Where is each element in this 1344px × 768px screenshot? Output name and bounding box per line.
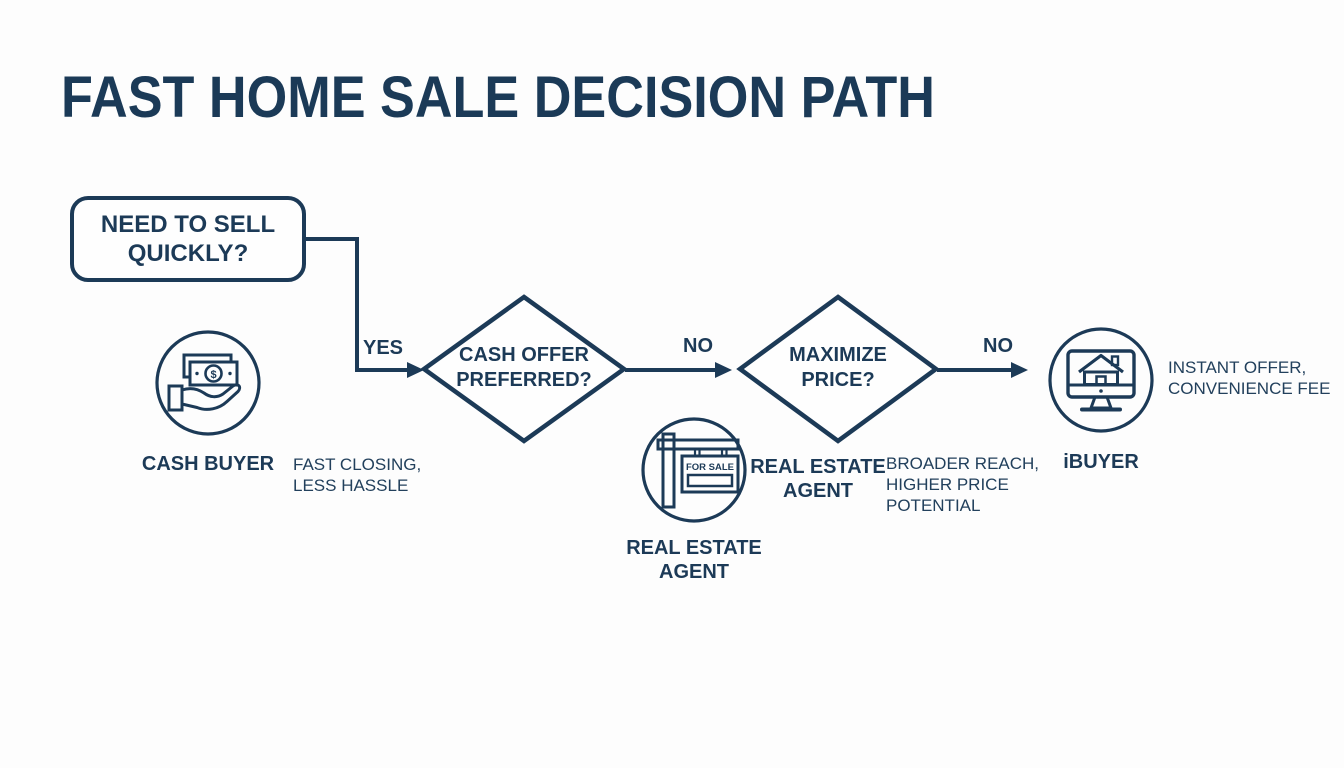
outcome-agent-label-line: REAL ESTATE xyxy=(750,456,886,478)
no-arrowhead-icon-2 xyxy=(1011,362,1028,378)
page-title: FAST HOME SALE DECISION PATH xyxy=(61,65,935,130)
start-node: NEED TO SELL QUICKLY? xyxy=(70,196,306,282)
agent-icon-caption: REAL ESTATE AGENT xyxy=(614,536,774,585)
ibuyer-outcome xyxy=(1046,325,1156,435)
monitor-house-icon xyxy=(1048,327,1154,433)
cash-buyer-outcome: $ xyxy=(153,328,263,438)
note-line: INSTANT OFFER, xyxy=(1168,358,1307,377)
note-line: FAST CLOSING, xyxy=(293,455,422,474)
real-estate-agent-outcome: FOR SALE xyxy=(639,415,749,525)
outcome-cash-buyer-label: CASH BUYER xyxy=(141,453,275,475)
yes-arrowhead-icon xyxy=(407,362,424,378)
edge-label-yes: YES xyxy=(362,337,404,359)
decision-diamond-maximize-price xyxy=(736,294,940,444)
dollar-sign-icon: $ xyxy=(210,369,216,381)
outcome-agent-label: REAL ESTATE AGENT xyxy=(748,455,888,504)
yes-connector-line xyxy=(305,237,408,372)
for-sale-sign-icon: FOR SALE xyxy=(641,417,747,523)
note-line: HIGHER PRICE xyxy=(886,475,1009,494)
edge-label-no-2: NO xyxy=(983,335,1013,357)
no-arrowhead-icon-1 xyxy=(715,362,732,378)
outcome-ibuyer-label: iBUYER xyxy=(1063,451,1139,473)
for-sale-sign-text: FOR SALE xyxy=(686,462,734,473)
edge-label-no-1: NO xyxy=(683,335,713,357)
note-agent: BROADER REACH, HIGHER PRICE POTENTIAL xyxy=(886,453,1039,516)
agent-icon-caption-line: REAL ESTATE xyxy=(626,537,762,559)
note-line: LESS HASSLE xyxy=(293,476,409,495)
note-line: POTENTIAL xyxy=(886,496,981,515)
start-node-label: NEED TO SELL QUICKLY? xyxy=(100,210,276,267)
decision-diamond-cash-offer xyxy=(420,294,628,444)
cash-in-hand-icon: $ xyxy=(155,330,261,436)
note-line: CONVENIENCE FEE xyxy=(1168,379,1331,398)
note-line: BROADER REACH, xyxy=(886,454,1040,473)
outcome-agent-label-line: AGENT xyxy=(783,480,853,503)
decision-label-maximize-price: MAXIMIZE PRICE? xyxy=(789,344,887,391)
note-ibuyer: INSTANT OFFER, CONVENIENCE FEE xyxy=(1168,357,1330,399)
note-cash-buyer: FAST CLOSING, LESS HASSLE xyxy=(293,454,421,496)
agent-icon-caption-line: AGENT xyxy=(659,561,729,584)
decision-label-cash-offer: CASH OFFER PREFERRED? xyxy=(456,344,592,391)
